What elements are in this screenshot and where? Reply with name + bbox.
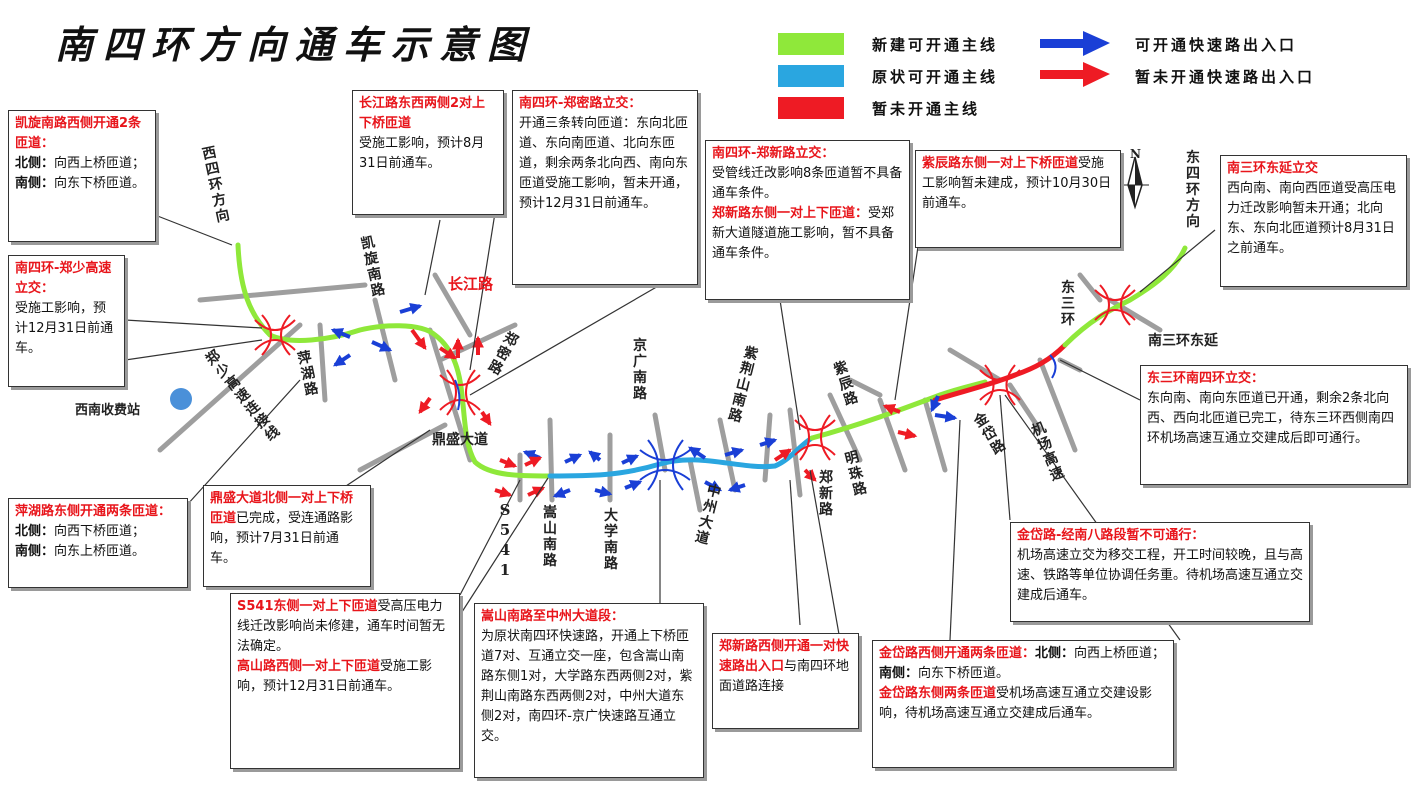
callout-kaixuan-west: 凯旋南路西侧开通2条匝道： 北侧：向西上桥匝道； 南侧：向东下桥匝道。 bbox=[8, 110, 156, 242]
callout-heading: 长江路东西两侧2对上下桥匝道 bbox=[359, 96, 486, 131]
compass-label: N bbox=[1130, 147, 1141, 161]
route-northeast-green bbox=[1062, 245, 1188, 348]
toll-station-label: 西南收费站 bbox=[75, 403, 141, 418]
callout-s541-songshan: S541东侧一对上下匝道受高压电力线迁改影响尚未修建，通车时间暂无法确定。 高山… bbox=[230, 593, 460, 769]
legend-label-new: 新建可开通主线 bbox=[872, 36, 999, 54]
road-label-s541: S541 bbox=[499, 501, 511, 579]
callout-heading: 南四环-郑少高速立交： bbox=[15, 261, 112, 296]
road-label-jingguang: 京广南路 bbox=[633, 338, 647, 402]
callout-heading: 郑新路西侧开通一对快速路出入口 bbox=[719, 639, 850, 674]
callout-zhengxin-interchange: 南四环-郑新路立交： 受管线迁改影响8条匝道暂不具备通车条件。 郑新路东侧一对上… bbox=[705, 140, 910, 300]
callout-heading: 东三环南四环立交： bbox=[1147, 371, 1265, 386]
legend-label-ramp-closed: 暂未开通快速路出入口 bbox=[1135, 68, 1316, 86]
callout-jindai-nanba: 金岱路-经南八路段暂不可通行： 机场高速立交为移交工程，开工时间较晚，且与高速、… bbox=[1010, 522, 1310, 622]
route-east-green bbox=[809, 379, 988, 441]
legend-arrow-closed-icon bbox=[1040, 62, 1110, 87]
callout-pinghu-east: 萍湖路东侧开通两条匝道： 北侧：向西下桥匝道； 南侧：向东上桥匝道。 bbox=[8, 498, 188, 588]
road-label-songshan: 嵩山南路 bbox=[543, 505, 557, 569]
callout-south-third-east: 南三环东延立交 西向南、南向西匝道受高压电力迁改影响暂未开通；北向东、东向北匝道… bbox=[1220, 155, 1407, 287]
compass-icon bbox=[1121, 156, 1149, 210]
interchange-symbols bbox=[254, 284, 1136, 491]
ramp-arrows-open bbox=[330, 303, 958, 499]
legend-label-notopen: 暂未开通主线 bbox=[872, 100, 981, 118]
legend-swatch-notopen bbox=[778, 97, 844, 119]
legend-label-existing: 原状可开通主线 bbox=[872, 68, 999, 86]
callout-songshan-zhongzhou: 嵩山南路至中州大道段： 为原状南四环快速路，开通上下桥匝道7对、互通立交一座，包… bbox=[474, 603, 704, 778]
road-label-south-third-ext: 南三环东延 bbox=[1148, 333, 1218, 349]
callout-heading: 鼎盛大道北侧一对上下桥匝道 bbox=[210, 491, 354, 526]
callout-zhengxin-west: 郑新路西侧开通一对快速路出入口与南四环地面道路连接 bbox=[712, 633, 859, 729]
callout-jindai-ramps: 金岱路西侧开通两条匝道：北侧：向西上桥匝道；南侧：向东下桥匝道。 金岱路东侧两条… bbox=[872, 640, 1174, 768]
callout-zhengmi: 南四环-郑密路立交： 开通三条转向匝道：东向北匝道、东向南匝道、北向东匝道，剩余… bbox=[512, 90, 698, 285]
callout-heading: 萍湖路东侧开通两条匝道： bbox=[15, 504, 172, 519]
callout-changjiang: 长江路东西两侧2对上下桥匝道 受施工影响，预计8月31日前通车。 bbox=[352, 90, 504, 215]
callout-dingsheng: 鼎盛大道北侧一对上下桥匝道已完成，受连通路影响，预计7月31日前通车。 bbox=[203, 485, 371, 587]
road-label-changjiang: 长江路 bbox=[448, 275, 494, 293]
toll-station-icon bbox=[170, 388, 192, 410]
road-label-east-ring: 东四环方向 bbox=[1186, 150, 1200, 230]
callout-heading: 凯旋南路西侧开通2条匝道： bbox=[15, 116, 142, 151]
legend-label-ramp-open: 可开通快速路出入口 bbox=[1135, 36, 1298, 54]
legend-swatch-new bbox=[778, 33, 844, 55]
callout-heading: 南三环东延立交 bbox=[1227, 161, 1319, 176]
callout-heading: 嵩山南路至中州大道段： bbox=[481, 609, 625, 624]
callout-zichen: 紫辰路东侧一对上下桥匝道受施工影响暂未建成，预计10月30日前通车。 bbox=[915, 150, 1121, 248]
road-label-dingsheng: 鼎盛大道 bbox=[432, 432, 488, 448]
route-west-green bbox=[235, 242, 553, 479]
callout-heading: 紫辰路东侧一对上下桥匝道 bbox=[922, 156, 1079, 171]
page-title: 南四环方向通车示意图 bbox=[55, 22, 536, 67]
road-label-east-third: 东三环 bbox=[1061, 280, 1075, 328]
callout-east-third: 东三环南四环立交： 东向南、南向东匝道已开通，剩余2条北向西、西向北匝道已完工，… bbox=[1140, 365, 1408, 485]
road-label-zhengxin: 郑新路 bbox=[819, 470, 833, 518]
callout-zhengshao: 南四环-郑少高速立交： 受施工影响，预计12月31日前通车。 bbox=[8, 255, 125, 387]
ramp-arrows-closed bbox=[410, 328, 918, 498]
road-label-daxue: 大学南路 bbox=[604, 508, 618, 572]
legend-swatch-existing bbox=[778, 65, 844, 87]
legend-arrow-open-icon bbox=[1040, 31, 1110, 56]
callout-heading: 金岱路-经南八路段暂不可通行： bbox=[1017, 528, 1205, 543]
callout-heading: 南四环-郑密路立交： bbox=[519, 96, 642, 111]
